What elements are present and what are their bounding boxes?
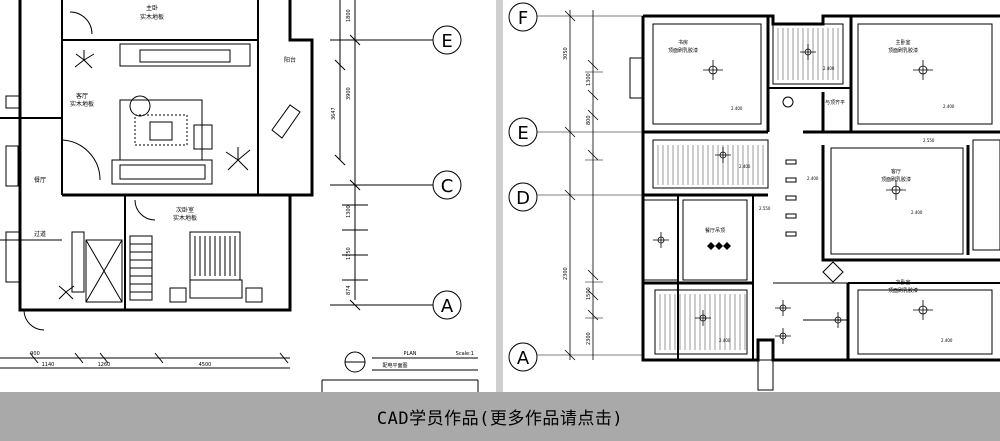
ceiling-room-bedroom: 次卧室 bbox=[895, 279, 910, 286]
dim-left-b2: 1140 bbox=[42, 362, 55, 368]
axis-bubble-e2 bbox=[508, 117, 538, 147]
dim-right-v4: 2300 bbox=[563, 267, 569, 280]
ceiling-room-study: 书房 bbox=[678, 39, 688, 46]
title-name: 配电平面图 bbox=[382, 362, 407, 369]
axis-label-d: D bbox=[516, 188, 530, 209]
axis-bubble-c bbox=[432, 170, 462, 200]
dim-left-v3: 3647 bbox=[331, 107, 337, 120]
height-marker-2: 2.400 bbox=[943, 104, 955, 109]
room-floor-living: 实木地板 bbox=[70, 100, 94, 108]
dim-left-b1: 900 bbox=[30, 351, 40, 357]
ceiling-room-master: 主卧室 bbox=[895, 39, 910, 46]
title-plan: PLAN bbox=[403, 351, 416, 357]
right-plan-drawing: F E D A 书房 顶面刷乳胶漆 主卧室 顶面刷乳胶漆 客厅 顶面刷乳胶漆 次… bbox=[508, 2, 1000, 391]
right-ceiling-plan: F E D A 书房 顶面刷乳胶漆 主卧室 顶面刷乳胶漆 客厅 顶面刷乳胶漆 次… bbox=[503, 0, 1000, 392]
axis-label-a2: A bbox=[517, 348, 530, 369]
dim-left-v1: 1800 bbox=[346, 9, 352, 22]
height-marker-10: 2.550 bbox=[923, 138, 935, 143]
left-plan-drawing: E C A 主卧 实木地板 客厅 实木地板 次卧室 实木地板 阳台 餐厅 过道 … bbox=[0, 0, 479, 392]
dim-left-b4: 4500 bbox=[199, 362, 212, 368]
axis-label-f: F bbox=[518, 8, 528, 29]
height-marker-7: 2.400 bbox=[719, 338, 731, 343]
axis-label-a: A bbox=[441, 296, 454, 317]
height-marker-4: 2.400 bbox=[739, 164, 751, 169]
room-label-living: 客厅 bbox=[76, 92, 88, 100]
axis-bubble-f bbox=[508, 2, 538, 32]
height-marker-9: 2.550 bbox=[759, 206, 771, 211]
ceiling-room-living: 客厅 bbox=[891, 168, 901, 175]
axis-bubble-d bbox=[508, 182, 538, 212]
ceiling-finish-study: 顶面刷乳胶漆 bbox=[668, 47, 698, 54]
room-label-bedroom: 次卧室 bbox=[176, 206, 194, 214]
ceiling-room-dining: 餐厅吊顶 bbox=[705, 227, 725, 234]
dim-right-v5: 1500 bbox=[586, 287, 592, 300]
caption-link-bar[interactable]: CAD学员作品(更多作品请点击) bbox=[0, 392, 1000, 441]
axis-bubble-a bbox=[432, 290, 462, 320]
room-floor-master: 实木地板 bbox=[140, 13, 164, 21]
dim-right-v1: 3050 bbox=[563, 47, 569, 60]
ceiling-finish-bedroom: 顶面刷乳胶漆 bbox=[888, 287, 918, 294]
panel-divider bbox=[496, 0, 503, 392]
ceiling-finish-master: 顶面刷乳胶漆 bbox=[888, 47, 918, 54]
caption-text[interactable]: CAD学员作品(更多作品请点击) bbox=[376, 409, 624, 429]
ceiling-room-flush: 与顶齐平 bbox=[825, 99, 845, 106]
dim-left-v6: 874 bbox=[346, 285, 352, 295]
dim-right-v6: 2300 bbox=[586, 332, 592, 345]
room-floor-bedroom: 实木地板 bbox=[173, 214, 197, 222]
axis-label-e2: E bbox=[517, 123, 528, 144]
room-label-hall: 过道 bbox=[34, 230, 46, 238]
dim-left-v2: 3900 bbox=[346, 87, 352, 100]
dim-left-v5: 1750 bbox=[346, 247, 352, 260]
height-marker-6: 2.400 bbox=[941, 338, 953, 343]
dim-left-b3: 1260 bbox=[98, 362, 111, 368]
height-marker-3: 2.400 bbox=[823, 66, 835, 71]
axis-label-e: E bbox=[441, 31, 452, 52]
dim-left-v4: 1300 bbox=[346, 205, 352, 218]
left-floor-plan: E C A 主卧 实木地板 客厅 实木地板 次卧室 实木地板 阳台 餐厅 过道 … bbox=[0, 0, 496, 392]
room-label-balcony: 阳台 bbox=[284, 56, 296, 64]
height-marker-1: 2.400 bbox=[731, 106, 743, 111]
height-marker-8: 2.400 bbox=[807, 176, 819, 181]
room-label-dining: 餐厅 bbox=[34, 176, 46, 184]
axis-bubble-a2 bbox=[508, 342, 538, 372]
dim-right-v2: 1300 bbox=[586, 73, 592, 86]
axis-label-c: C bbox=[441, 176, 454, 197]
height-marker-5: 2.400 bbox=[911, 210, 923, 215]
ceiling-finish-living: 顶面刷乳胶漆 bbox=[881, 176, 911, 183]
title-scale: Scale:1 bbox=[456, 351, 474, 357]
dim-right-v3: 800 bbox=[586, 115, 592, 125]
room-label-master: 主卧 bbox=[146, 4, 158, 12]
axis-bubble-e bbox=[432, 25, 462, 55]
